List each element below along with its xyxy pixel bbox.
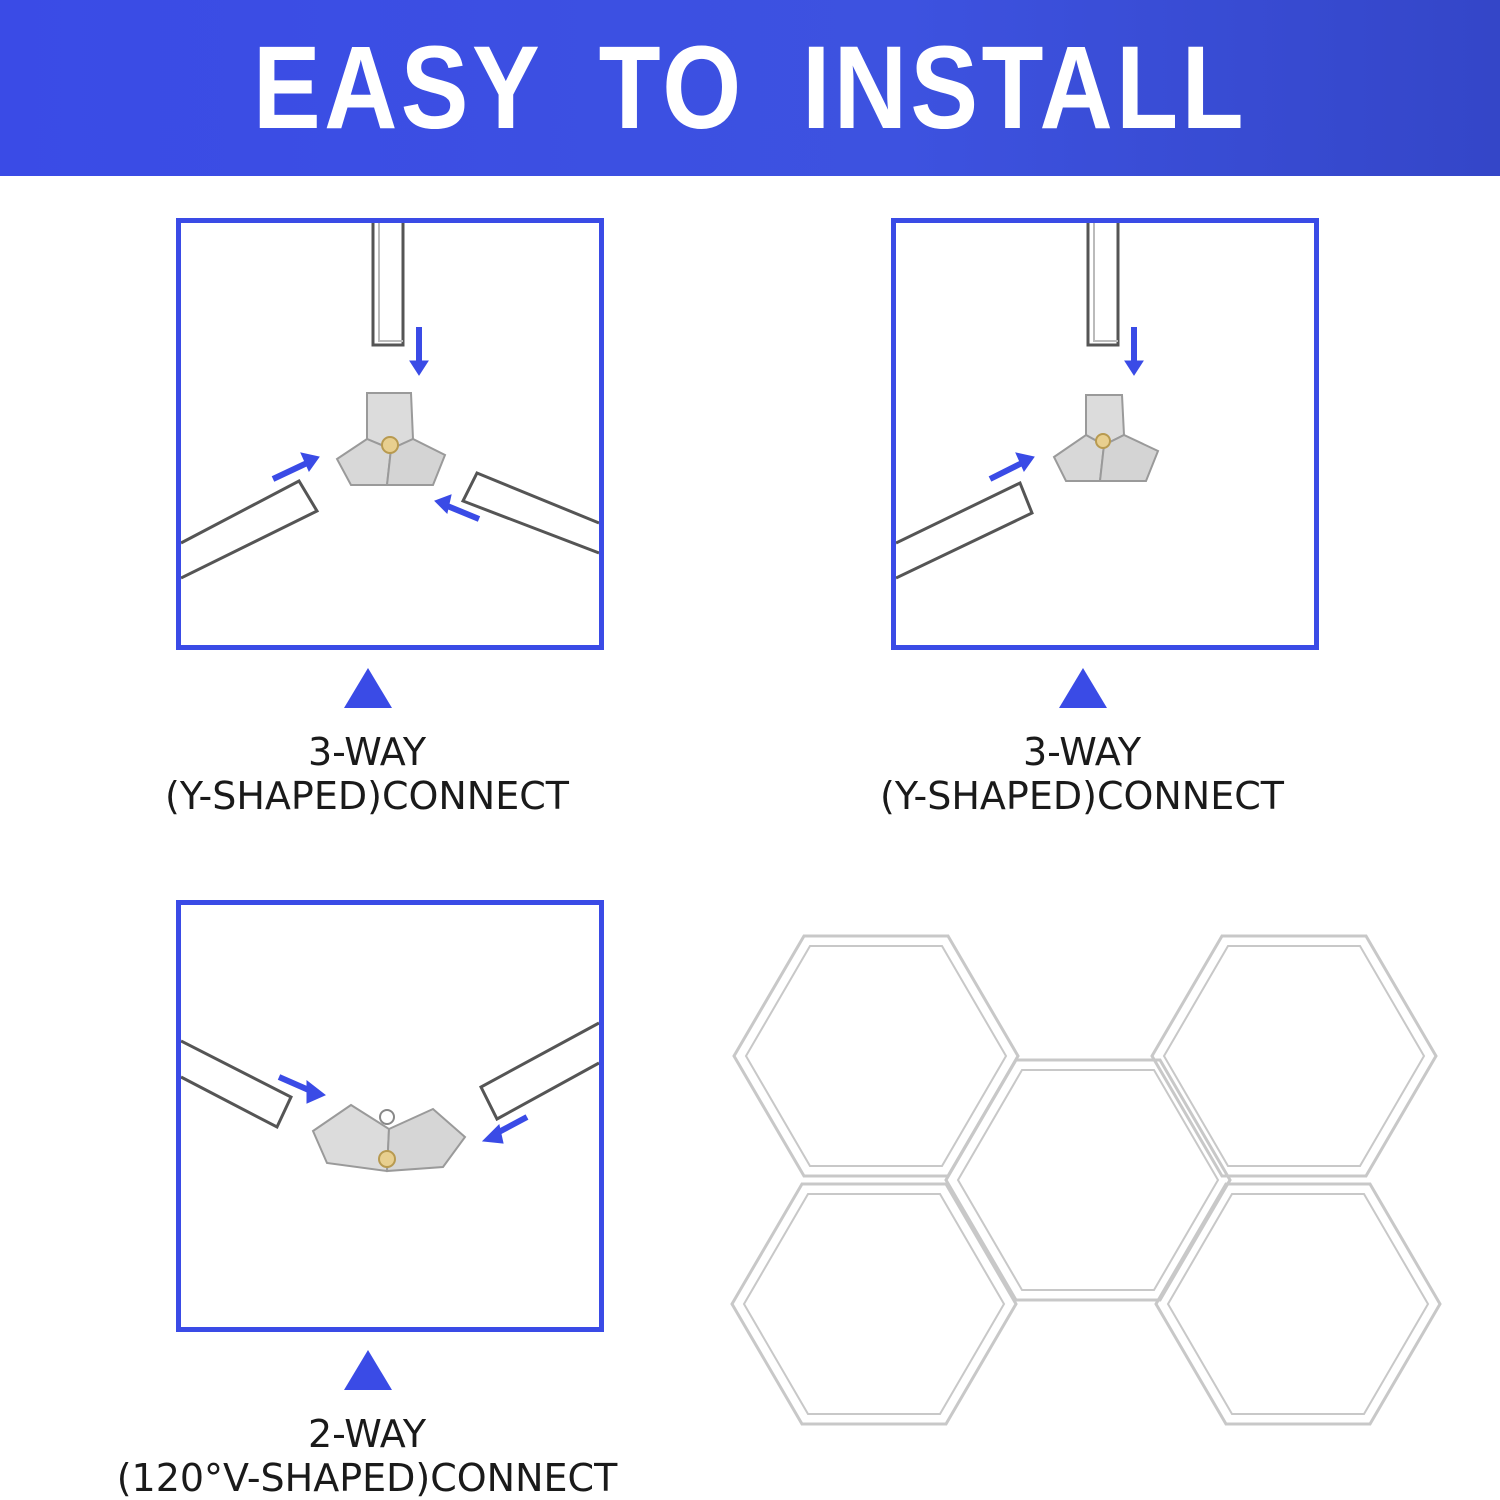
hexagon-assembly-illustration	[730, 934, 1442, 1426]
diagram-panel-2way	[176, 900, 604, 1332]
caption-line2: (Y-SHAPED)CONNECT	[880, 774, 1284, 818]
triangle-up-icon	[344, 668, 392, 708]
y-connector-icon	[1052, 394, 1160, 482]
arrow-down-icon	[409, 360, 429, 376]
caption-line1: 2-WAY	[307, 1412, 427, 1456]
arrow-right-icon	[306, 1079, 326, 1104]
hexagon-bottom-left	[730, 1182, 1018, 1426]
caption-line2: (120°V-SHAPED)CONNECT	[116, 1456, 618, 1500]
arrow-right-icon	[300, 452, 320, 473]
header-banner	[0, 0, 1500, 176]
triangle-up-icon	[344, 1350, 392, 1390]
page-title: EASY TO INSTALL	[252, 22, 1248, 154]
caption-3way-b: 3-WAY (Y-SHAPED)CONNECT	[782, 730, 1382, 818]
arrow-down-icon	[1124, 360, 1144, 376]
hexagon-bottom-right	[1154, 1182, 1442, 1426]
hexagon-top-left	[732, 934, 1020, 1178]
diagram-panel-3way-a	[176, 218, 604, 650]
arrow-right-icon	[1015, 452, 1035, 473]
diagram-panel-3way-b	[891, 218, 1319, 650]
caption-line1: 3-WAY	[1022, 730, 1142, 774]
hexagon-center	[944, 1058, 1232, 1302]
v-connector-icon	[311, 1103, 467, 1173]
caption-line2: (Y-SHAPED)CONNECT	[165, 774, 569, 818]
arrow-left-icon	[434, 494, 452, 514]
caption-2way: 2-WAY (120°V-SHAPED)CONNECT	[67, 1412, 667, 1500]
arrow-left-icon	[481, 1124, 504, 1144]
connector-diagram-v	[181, 1021, 599, 1173]
triangle-up-icon	[1059, 668, 1107, 708]
connector-diagram-y-three-bars	[181, 223, 599, 580]
hexagon-top-right	[1150, 934, 1438, 1178]
caption-3way-a: 3-WAY (Y-SHAPED)CONNECT	[67, 730, 667, 818]
caption-line1: 3-WAY	[307, 730, 427, 774]
connector-diagram-y-two-bars	[896, 223, 1160, 580]
y-connector-icon	[335, 392, 447, 486]
